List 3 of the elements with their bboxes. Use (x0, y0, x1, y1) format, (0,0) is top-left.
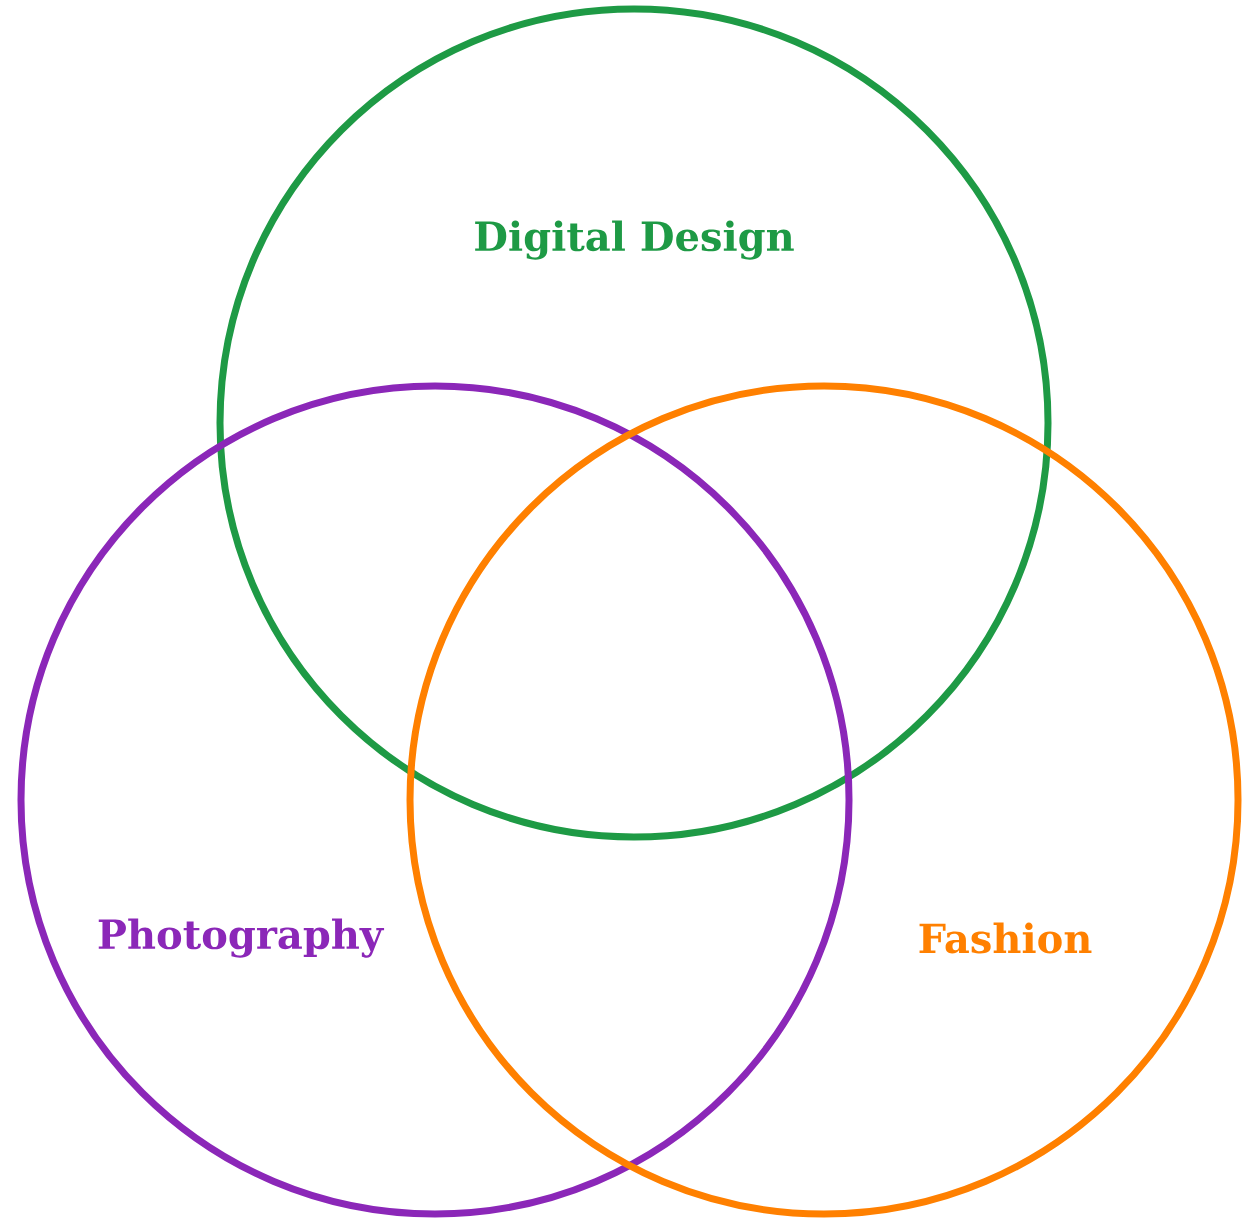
circle-label: Digital Design (475, 220, 794, 260)
circle-label: Photography (98, 918, 385, 958)
circle-label: Fashion (919, 922, 1092, 954)
